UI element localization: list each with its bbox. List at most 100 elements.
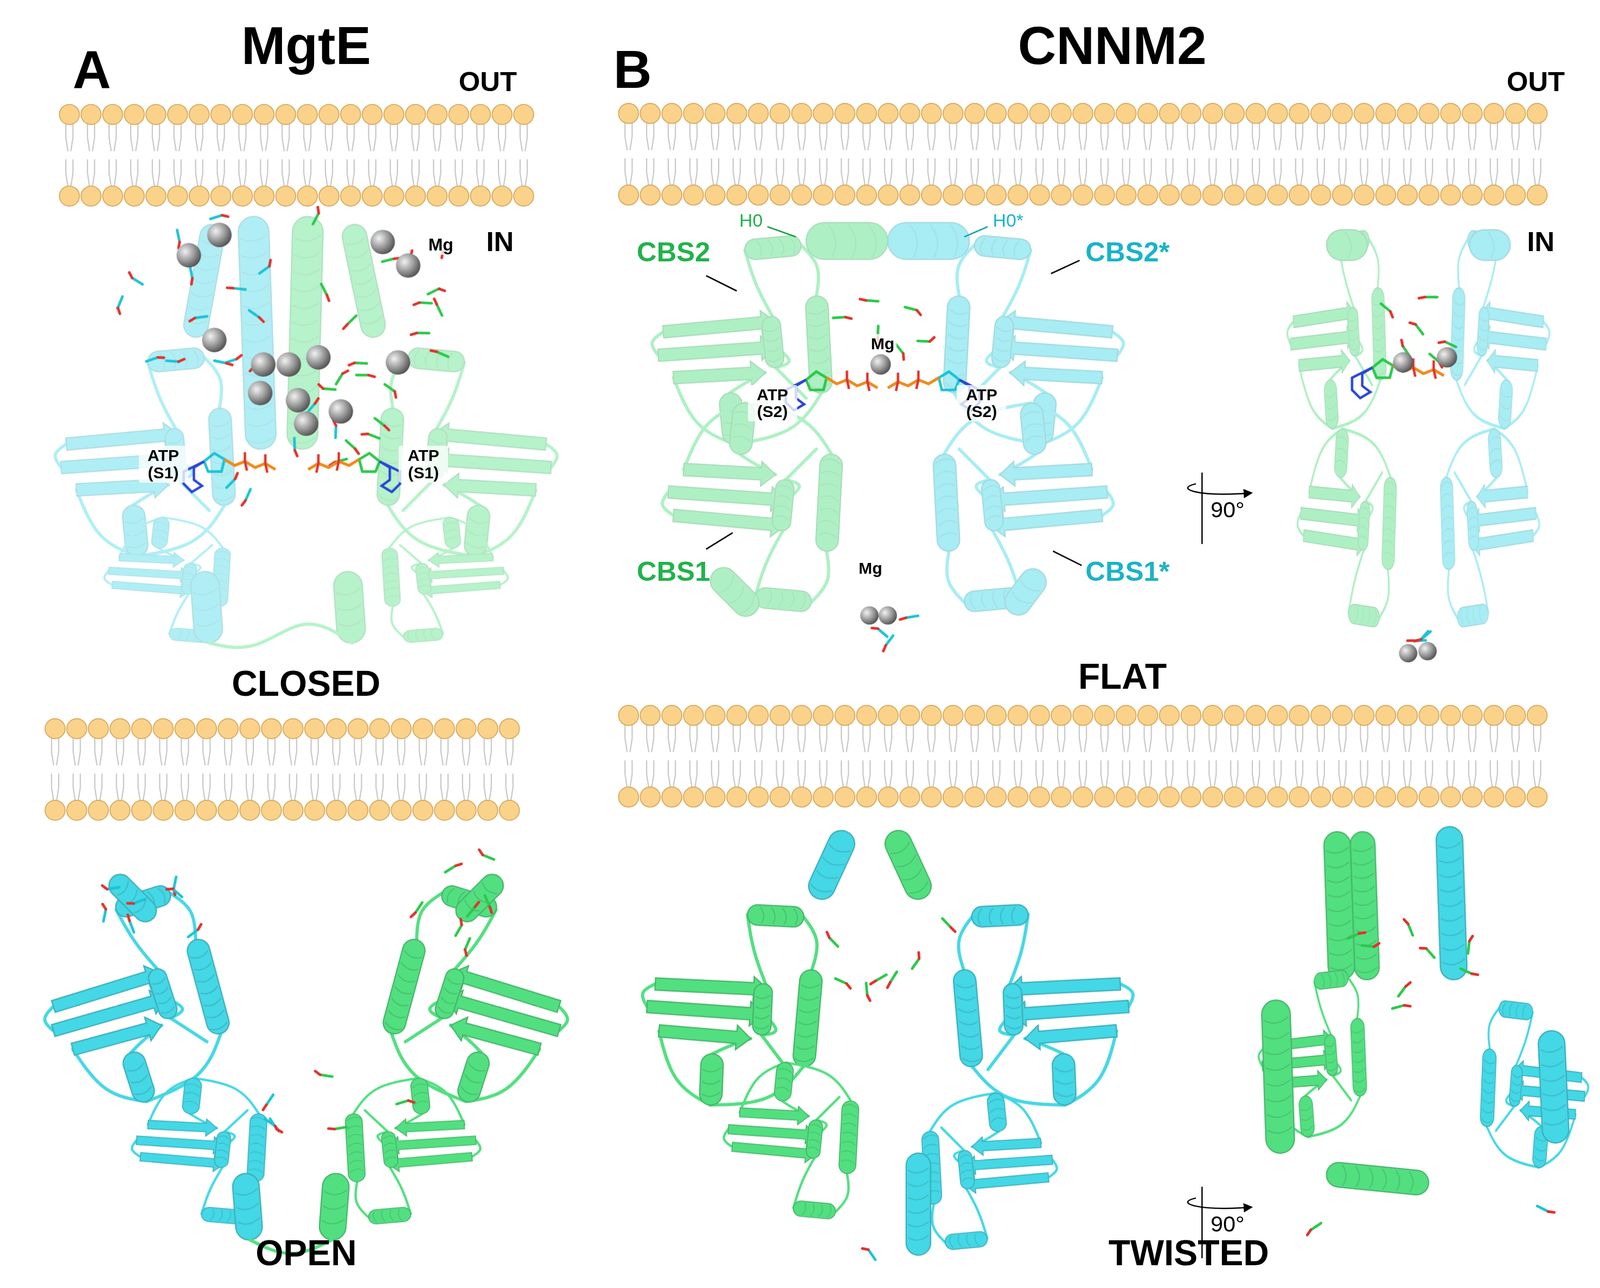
lipid-bilayer <box>651 158 654 187</box>
lipid-bilayer <box>1274 724 1277 753</box>
lipid-bilayer <box>525 123 528 152</box>
protein-domain <box>420 577 502 599</box>
protein-domain <box>1487 427 1503 479</box>
cnnm2-twisted-structure <box>628 826 1148 1256</box>
protein-domain <box>217 1142 229 1147</box>
lipid-bilayer <box>1159 184 1180 206</box>
protein-domain <box>162 517 223 548</box>
lipid-bilayer <box>889 760 892 789</box>
residue-sticks <box>241 500 246 506</box>
protein-domain <box>439 996 455 1006</box>
residue-sticks <box>862 1248 876 1260</box>
lipid-bilayer <box>1035 122 1039 151</box>
lipid-bilayer <box>1105 724 1109 753</box>
lipid-bilayer <box>282 123 285 152</box>
lipid-bilayer <box>135 159 138 188</box>
cnnm2-flat-structure <box>1019 577 1041 596</box>
lipid-bilayer <box>651 122 654 151</box>
protein-domain <box>466 1062 486 1073</box>
atp-ligand <box>243 452 247 462</box>
lipid-bilayer <box>1317 158 1320 187</box>
protein-domain <box>732 435 752 443</box>
lipid-bilayer <box>673 760 676 789</box>
residue-sticks <box>269 260 271 267</box>
lipid-bilayer <box>954 158 957 187</box>
residue-sticks <box>227 286 234 290</box>
protein-domain <box>1440 427 1540 628</box>
residue-sticks <box>1390 311 1393 318</box>
protein-domain <box>382 1135 394 1140</box>
cnnm2-flat-structure <box>887 222 970 260</box>
lipid-bilayer <box>381 773 384 802</box>
lipid-bilayer <box>1375 705 1396 726</box>
protein-domain <box>1443 540 1454 546</box>
lipid-bilayer <box>1040 724 1043 753</box>
lipid-bilayer <box>1430 724 1433 753</box>
magnesium-ion <box>1392 352 1414 373</box>
cnnm2-flat-structure <box>805 222 888 260</box>
lipid-bilayer <box>1425 724 1428 753</box>
protein-domain <box>766 347 782 353</box>
protein-domain <box>466 542 486 549</box>
protein-domain <box>203 357 222 409</box>
lipid-bilayer <box>1252 760 1255 789</box>
lipid-bilayer <box>513 104 534 125</box>
lipid-bilayer <box>477 718 498 739</box>
protein-domain <box>417 572 428 576</box>
lipid-bilayer <box>131 718 152 739</box>
residue-sticks <box>355 448 360 454</box>
protein-domain <box>744 234 803 261</box>
lipid-bilayer <box>630 724 633 753</box>
lipid-bilayer <box>1295 760 1298 789</box>
lipid-bilayer <box>207 773 210 802</box>
protein-domain <box>988 1098 1003 1104</box>
lipid-bilayer <box>251 773 254 802</box>
cnnm2-twisted-rotated-structure <box>1440 914 1464 921</box>
cnnm2-flat-structure <box>909 224 918 258</box>
lipid-bilayer <box>992 158 995 187</box>
mgte-closed-structure <box>55 207 558 648</box>
lipid-bilayer <box>153 718 174 739</box>
lipid-bilayer <box>246 773 249 802</box>
protein-domain <box>468 517 488 525</box>
protein-domain <box>752 983 773 1036</box>
protein-domain <box>372 1211 377 1223</box>
lipid-bilayer <box>906 760 909 789</box>
residue-sticks <box>890 971 897 983</box>
lipid-bilayer <box>1051 786 1072 808</box>
protein-domain <box>1373 311 1384 318</box>
protein-domain <box>1456 603 1489 629</box>
atp-ligand <box>896 372 900 382</box>
lipid-bilayer <box>1289 103 1310 124</box>
protein-domain <box>154 529 168 534</box>
lipid-bilayer <box>390 123 393 152</box>
protein-domain <box>792 1200 836 1220</box>
protein-domain <box>414 562 432 595</box>
protein-domain <box>764 326 779 332</box>
lipid-bilayer <box>1192 724 1195 753</box>
lipid-bilayer <box>733 724 736 753</box>
lipid-bilayer <box>513 186 534 207</box>
protein-domain <box>387 505 475 557</box>
lipid-bilayer <box>689 760 693 789</box>
residue-sticks <box>479 849 483 855</box>
residue-sticks <box>334 425 338 439</box>
lipid-bilayer <box>1418 705 1439 726</box>
protein-domain <box>215 565 229 569</box>
atp-ligand <box>917 370 920 380</box>
lipid-bilayer <box>375 773 379 802</box>
cnnm2-flat-structure <box>999 563 1052 621</box>
protein-domain <box>1051 1053 1077 1106</box>
lipid-bilayer <box>976 122 979 151</box>
protein-domain <box>1010 994 1130 1027</box>
protein-domain <box>246 1113 268 1183</box>
mgte-open-structure <box>231 1172 264 1241</box>
lipid-bilayer <box>1300 760 1303 789</box>
residue-sticks <box>929 337 934 342</box>
protein-domain <box>1441 481 1452 488</box>
magnesium-ion <box>276 352 302 377</box>
lipid-bilayer <box>283 800 304 821</box>
protein-domain <box>761 315 785 369</box>
lipid-bilayer <box>1365 158 1368 187</box>
lipid-bilayer <box>164 773 168 802</box>
